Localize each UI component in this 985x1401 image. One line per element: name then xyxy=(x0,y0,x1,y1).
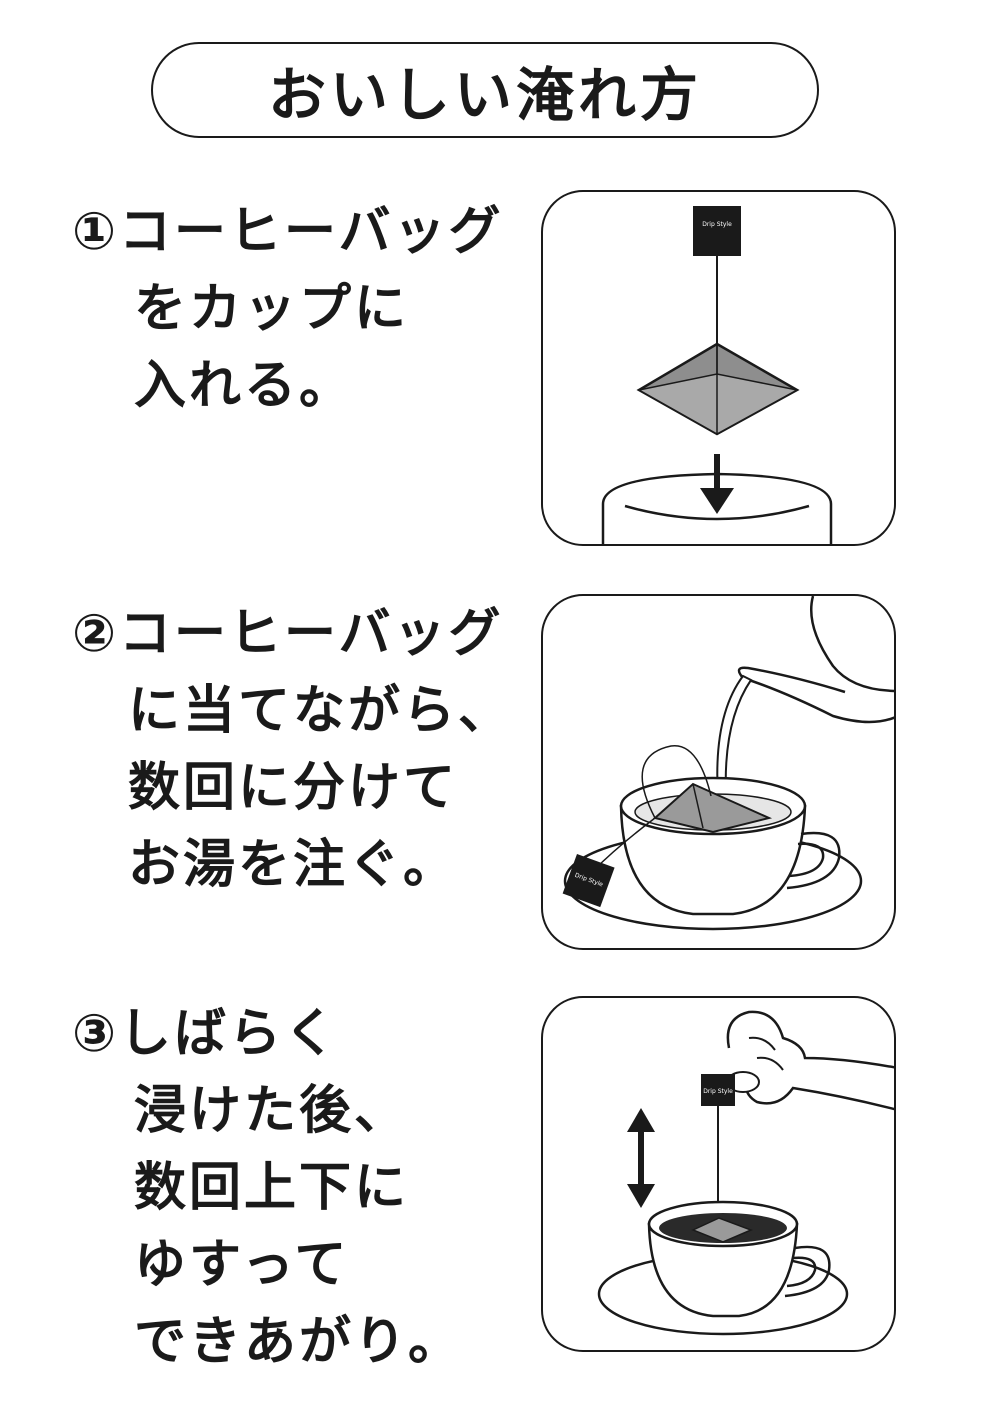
step-3-line-3: 数回上下に xyxy=(72,1150,463,1227)
coffee-bag-icon: Drip Style xyxy=(639,206,797,434)
page-title: おいしい淹れ方 xyxy=(268,48,702,132)
step-2-line-1: コーヒーバッグ xyxy=(119,604,503,664)
step-1-line-3: 入れる。 xyxy=(72,348,504,425)
step-3-line-4: ゆすって xyxy=(72,1227,463,1304)
bag-tag-text: Drip Style xyxy=(702,221,732,228)
step-3-line-1: しばらく xyxy=(119,1004,339,1064)
step-1-line-1: コーヒーバッグ xyxy=(119,202,503,262)
step-3-number: ③ xyxy=(72,996,119,1073)
step-3-text: ③しばらく 浸けた後、 数回上下に ゆすって できあがり。 xyxy=(72,996,463,1381)
step-1-line-2: をカップに xyxy=(72,271,504,348)
step-2-line-4: お湯を注ぐ。 xyxy=(72,827,513,904)
kettle-icon xyxy=(739,596,896,722)
title-banner: おいしい淹れ方 xyxy=(151,42,819,138)
step-1-text: ①コーヒーバッグ をカップに 入れる。 xyxy=(72,194,504,425)
step-2-line-2: に当てながら、 xyxy=(72,673,513,750)
step-2-text: ②コーヒーバッグ に当てながら、 数回に分けて お湯を注ぐ。 xyxy=(72,596,513,904)
illustration-step-2: Drip Style xyxy=(541,594,896,950)
illustration-step-1: Drip Style xyxy=(541,190,896,546)
step-3-line-5: できあがり。 xyxy=(72,1304,463,1381)
step-2-number: ② xyxy=(72,596,119,673)
step-1-number: ① xyxy=(72,194,119,271)
step-2-line-3: 数回に分けて xyxy=(72,750,513,827)
step-3-line-2: 浸けた後、 xyxy=(72,1073,463,1150)
coffee-bag-icon: Drip Style xyxy=(701,1074,735,1220)
illustration-step-3: Drip Style xyxy=(541,996,896,1352)
down-arrow-icon xyxy=(700,454,734,514)
up-down-arrow-icon xyxy=(627,1108,655,1208)
bag-tag-text: Drip Style xyxy=(703,1088,733,1095)
hand-icon xyxy=(727,1012,896,1110)
